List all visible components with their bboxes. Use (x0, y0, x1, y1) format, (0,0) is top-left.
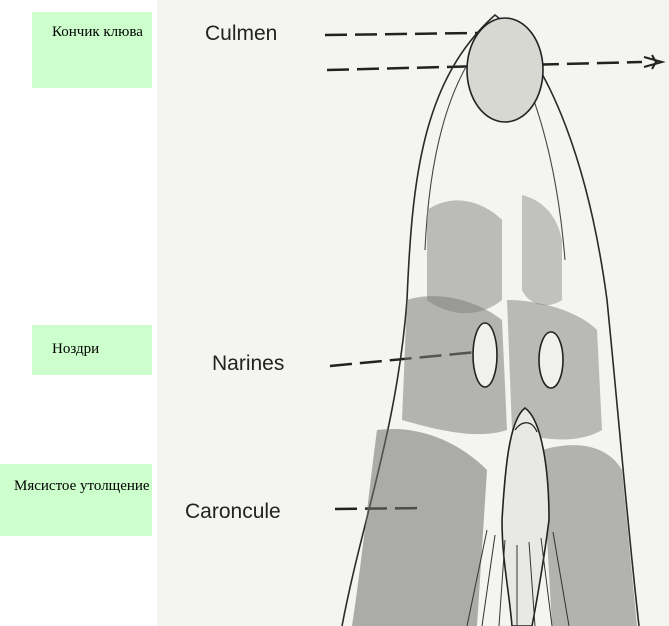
label-nostrils: Ноздри (32, 325, 152, 375)
left-nostril (473, 323, 497, 387)
label-caruncle: Мясистое утолщение (0, 464, 152, 536)
shading-left-lower (352, 429, 487, 626)
beak-diagram: Culmen Narines Caroncule (157, 0, 669, 626)
shading-right-upper (522, 195, 562, 305)
culmen-leader-line (325, 33, 477, 35)
beak-drawing: Culmen Narines Caroncule (157, 0, 669, 626)
label-beak-tip: Кончик клюва (32, 12, 152, 88)
caroncule-text: Caroncule (185, 500, 281, 523)
beak-tip-shape (467, 18, 543, 122)
right-nostril (539, 332, 563, 388)
narines-text: Narines (212, 352, 284, 375)
arrow-marker (644, 55, 662, 69)
caruncle-shape (502, 408, 549, 626)
culmen-text: Culmen (205, 22, 277, 45)
